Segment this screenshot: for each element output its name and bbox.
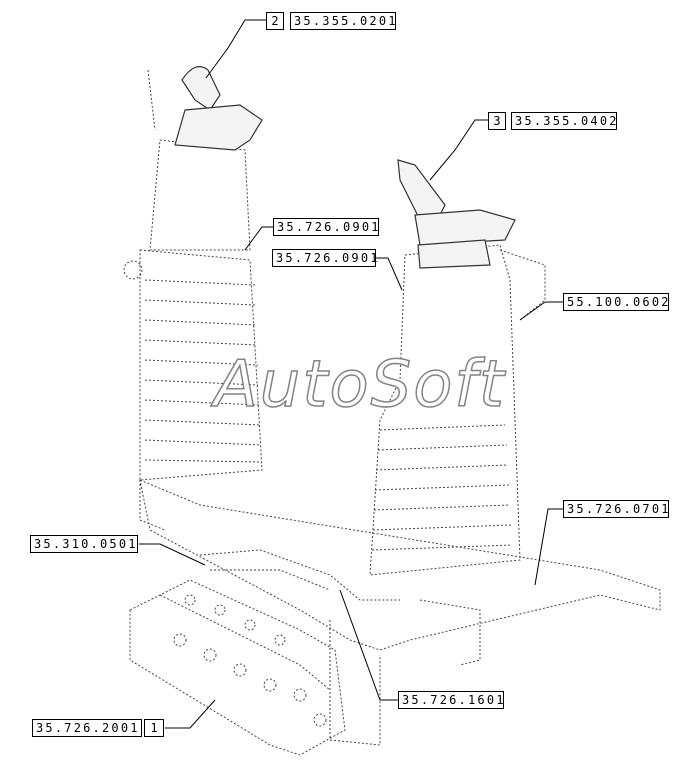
ref-1601: 35.726.1601 (398, 691, 504, 709)
ref-0602: 55.100.0602 (563, 293, 669, 311)
control-valve-block (129, 579, 346, 756)
leader-line-0602 (519, 301, 563, 321)
leader-line-1601 (339, 589, 398, 701)
leader-line-2001 (165, 699, 216, 729)
ref-1-number: 1 (144, 719, 164, 737)
ref-2001-code: 35.726.2001 (32, 719, 142, 737)
left-joystick-handle (174, 66, 263, 151)
ref-2-number: 2 (266, 12, 284, 30)
ref-2-code: 35.355.0201 (290, 12, 396, 30)
right-joystick-handle (397, 159, 516, 269)
leader-line-0901-right (375, 257, 403, 291)
frame-bracket (139, 479, 661, 746)
ref-0501: 35.310.0501 (30, 535, 138, 553)
ref-0701: 35.726.0701 (563, 500, 669, 518)
ref-0901-left: 35.726.0901 (273, 218, 379, 236)
leader-line-0901-left (244, 226, 273, 251)
ref-3-number: 3 (488, 112, 506, 130)
right-joystick-housing (369, 244, 546, 576)
leader-line-0501 (139, 543, 206, 566)
leader-line-0701 (534, 508, 563, 586)
leader-line-ref-3 (429, 119, 488, 181)
wiring-harness (199, 549, 400, 601)
ref-3-code: 35.355.0402 (511, 112, 617, 130)
ref-0901-right: 35.726.0901 (272, 249, 377, 267)
leader-line-ref-2 (205, 19, 266, 79)
